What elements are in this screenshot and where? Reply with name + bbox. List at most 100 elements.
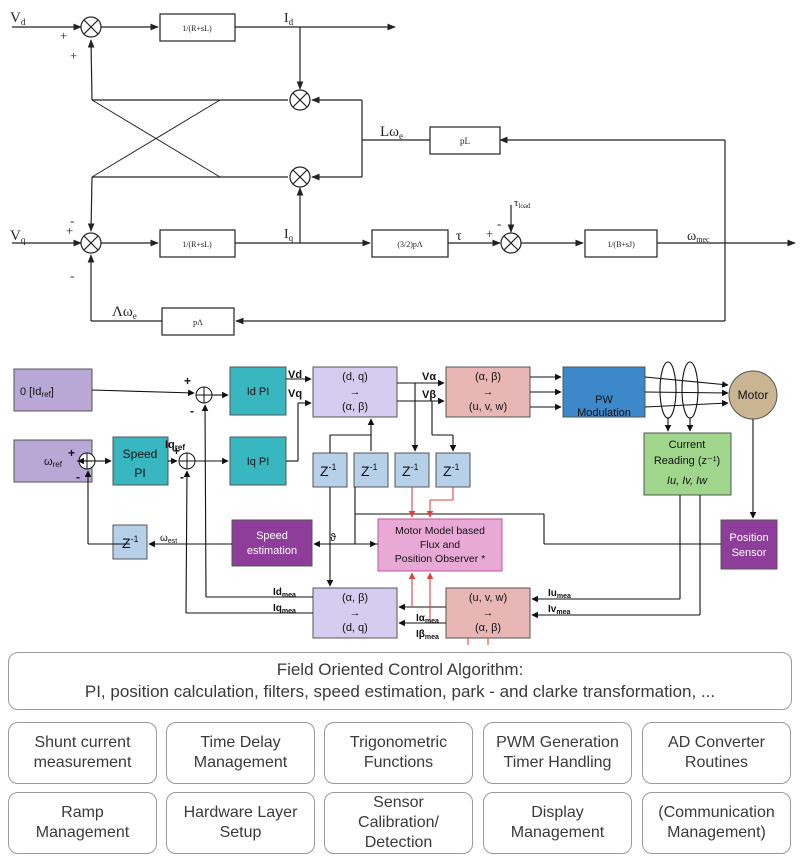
sign: - (76, 470, 80, 484)
signal-vq: Vq (10, 228, 26, 245)
foc-algorithm-panel: Field Oriented Control Algorithm: PI, po… (8, 652, 792, 710)
foc-block-diagram: 0 [Idref] ωref Id PI Iq PI Speed PI Iqre… (13, 361, 778, 645)
z-inverse-4 (435, 452, 471, 488)
signal-tload: τload (514, 197, 531, 210)
module-trigonometric: Trigonometric Functions (324, 722, 473, 784)
label-plambda: pΛ (193, 318, 203, 327)
z-inverse-label: Z-1 (320, 462, 337, 479)
z-inverse-2 (353, 452, 389, 488)
z-inverse-label: Z-1 (443, 462, 460, 479)
inverse-clarke-line-2: → (483, 386, 494, 398)
speed-pi-block (112, 436, 169, 486)
pmsm-model-diagram: 1/(R+sL) 1/(R+sL) pL (3/2)pΛ 1/(B+sJ) pΛ… (10, 10, 796, 336)
sign: - (180, 470, 184, 484)
block-plambda (161, 307, 235, 336)
observer-line-1: Motor Model based (395, 525, 485, 537)
id-ref-label: 0 [Idref] (20, 386, 54, 399)
position-sensor-line-2: Sensor (732, 547, 767, 559)
position-sensor-block (720, 519, 778, 570)
speed-pi-label-1: Speed (123, 447, 158, 461)
omega-ref-label: ωref (44, 456, 63, 469)
speed-estimation-block (231, 519, 313, 567)
z-inverse-label: Z-1 (402, 462, 419, 479)
observer-block (377, 518, 503, 572)
sign: - (190, 404, 194, 418)
module-communication: (Communication Management) (642, 792, 791, 854)
speed-est-line-1: Speed (256, 530, 288, 542)
block-q-axis (159, 229, 236, 258)
sign: + (60, 28, 67, 43)
park-block (312, 587, 398, 639)
sign: - (70, 268, 74, 283)
sign: + (486, 226, 493, 241)
observer-line-3: Position Observer * (395, 553, 485, 565)
sign: - (70, 213, 74, 228)
current-reading-block (643, 432, 732, 496)
label-mech: 1/(B+sJ) (607, 240, 635, 249)
inverse-park-block (312, 366, 398, 418)
multiplier-bottom (289, 166, 311, 188)
module-hardware-layer: Hardware Layer Setup (166, 792, 315, 854)
inverse-park-line-3: (α, β) (342, 401, 368, 413)
module-display: Display Management (483, 792, 632, 854)
park-line-3: (d, q) (342, 622, 368, 634)
signal-wmec: ωmec (687, 229, 710, 244)
current-reading-line-1: Current (669, 439, 706, 451)
foc-description: PI, position calculation, filters, speed… (84, 682, 716, 701)
iq-pi-block (229, 436, 287, 486)
pwm-label-1: PW (595, 394, 613, 406)
sign: - (497, 216, 501, 231)
iq-ref-label: Iqref (165, 439, 185, 452)
signal-lambda-we: Λωe (112, 304, 137, 321)
sign: + (184, 374, 191, 388)
current-reading-line-3: Iu, Iv, Iw (667, 475, 708, 487)
position-sensor-line-1: Position (729, 532, 768, 544)
valpha-label: Vα (422, 371, 436, 383)
module-ad-converter: AD Converter Routines (642, 722, 791, 784)
signal-lwe: Lωe (380, 124, 403, 141)
omega-est-label: ωest (160, 533, 177, 545)
pwm-label-2: Modulation (577, 407, 631, 419)
label-torque: (3/2)pΛ (397, 240, 423, 249)
id-mea-label: Idmea (273, 587, 296, 599)
sign: + (66, 223, 73, 238)
vbeta-label: Vβ (422, 389, 436, 401)
inverse-clarke-line-3: (u, v, w) (469, 401, 507, 413)
multiplier-top (289, 89, 311, 111)
label-pl: pL (460, 136, 470, 146)
park-line-1: (α, β) (342, 592, 368, 604)
clarke-line-2: → (483, 607, 494, 619)
clarke-line-1: (u, v, w) (469, 592, 507, 604)
module-shunt-current: Shunt current measurement (8, 722, 157, 784)
z-inverse-label: Z-1 (361, 462, 378, 479)
ialpha-mea-label: Iαmea (416, 613, 439, 625)
speed-pi-label-2: PI (134, 466, 145, 480)
signal-tau: τ (456, 229, 462, 244)
iq-mea-label: Iqmea (273, 603, 296, 615)
speed-est-line-2: estimation (247, 545, 297, 557)
label-q-axis: 1/(R+sL) (182, 240, 212, 249)
signal-iq: Iq (284, 227, 294, 243)
module-pwm-generation: PWM Generation Timer Handling (483, 722, 632, 784)
signal-id: Id (284, 11, 294, 27)
id-pi-label: Id PI (247, 386, 270, 398)
theta-label: ϑ (330, 532, 336, 544)
block-pl (429, 126, 501, 155)
foc-title: Field Oriented Control Algorithm: (276, 660, 524, 679)
inverse-park-line-2: → (350, 386, 361, 398)
motor-label: Motor (738, 388, 769, 402)
current-reading-line-2: Reading (z⁻¹) (654, 455, 720, 467)
z-inverse-label: Z-1 (122, 534, 139, 551)
z-inverse-speed (112, 524, 148, 560)
ibeta-mea-label: Iβmea (416, 629, 439, 641)
inverse-park-line-1: (d, q) (342, 371, 368, 383)
inverse-clarke-line-1: (α, β) (475, 371, 501, 383)
iv-mea-label: Ivmea (548, 604, 570, 616)
module-sensor-calibration: Sensor Calibration/ Detection (324, 792, 473, 854)
block-mech (584, 229, 658, 258)
sign: + (173, 444, 180, 458)
sign: + (70, 48, 77, 63)
iq-pi-label: Iq PI (247, 456, 270, 468)
clarke-block (445, 587, 531, 639)
block-d-axis (159, 13, 236, 42)
